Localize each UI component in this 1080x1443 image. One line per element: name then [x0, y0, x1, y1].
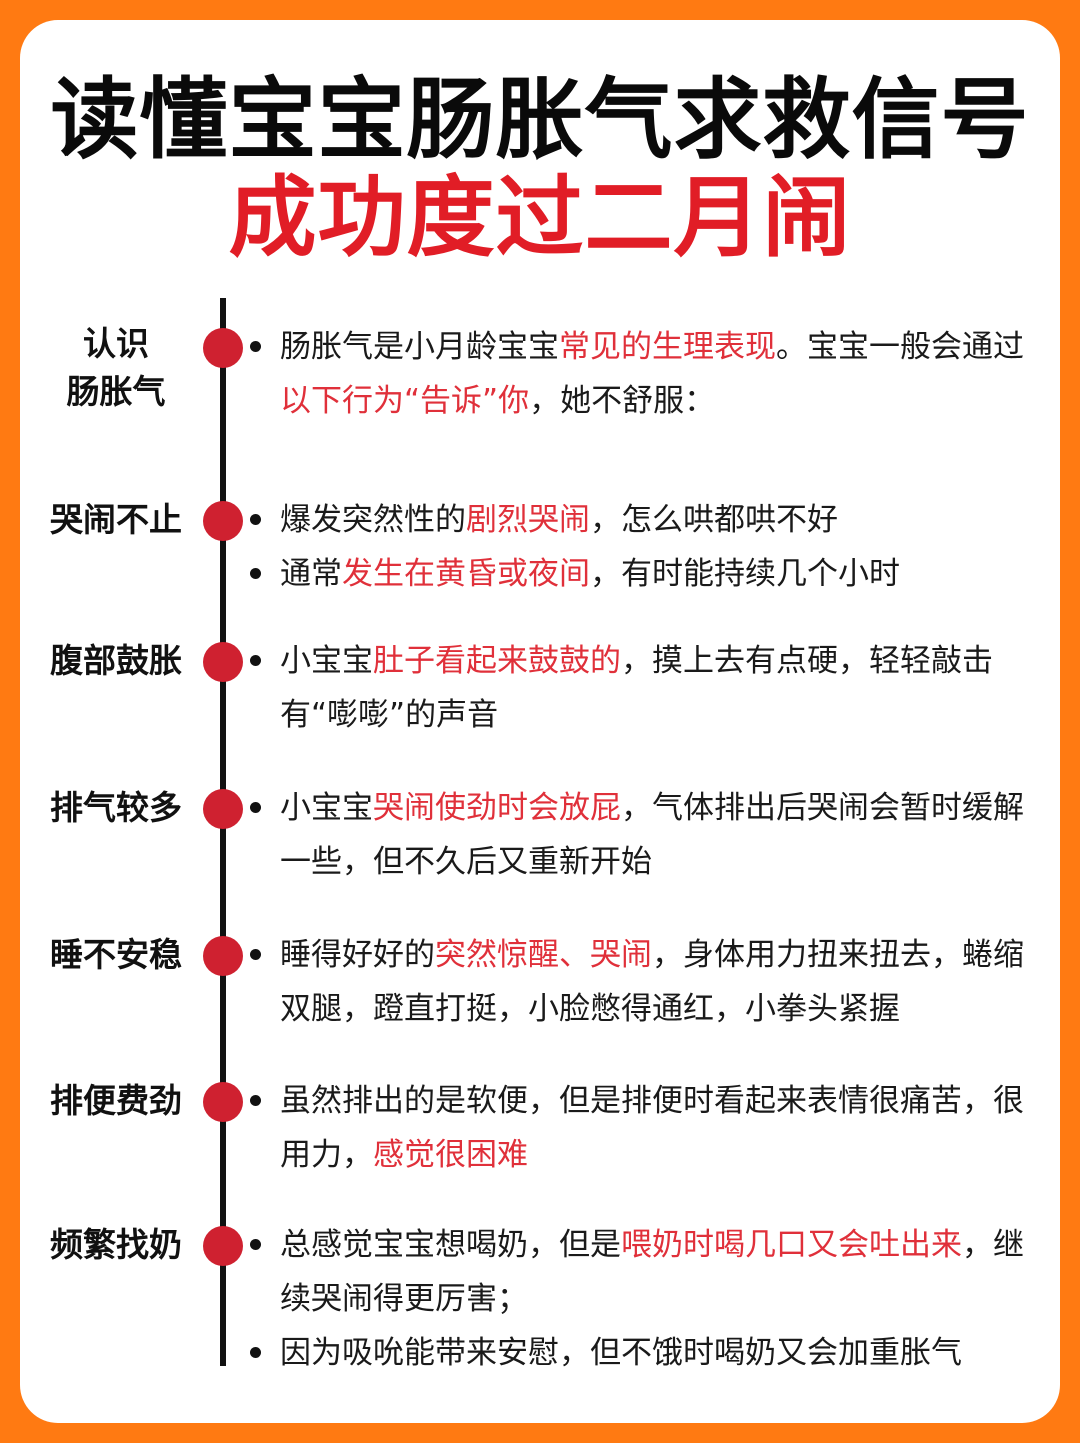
body-text: 总感觉宝宝想喝奶，但是: [280, 1227, 621, 1263]
bullet-list: 小宝宝哭闹使劲时会放屁，气体排出后哭闹会暂时缓解一些，但不久后又重新开始: [248, 781, 1038, 889]
bullet-list: 小宝宝肚子看起来鼓鼓的，摸上去有点硬，轻轻敲击有“嘭嘭”的声音: [248, 634, 1038, 742]
section-label: 哭闹不止: [50, 500, 182, 539]
body-text: ，气体排出后哭闹会暂时缓解一些，但不久后又重新开始: [280, 790, 1024, 880]
bullet-item: 因为吸吮能带来安慰，但不饿时喝奶又会加重胀气: [248, 1326, 1038, 1380]
section-label: 排气较多: [50, 788, 182, 827]
highlight-text: 喂奶时喝几口又会吐出来: [621, 1227, 962, 1263]
highlight-text: 以下行为“告诉”你: [280, 383, 530, 419]
section-label: 频繁找奶: [50, 1225, 182, 1264]
timeline-dot: [203, 789, 243, 829]
body-text: ，摸上去有点硬，轻轻敲击有“嘭嘭”的声音: [280, 643, 993, 733]
body-text: 小宝宝: [280, 643, 373, 679]
body-text: ，继续哭闹得更厉害；: [280, 1227, 1024, 1317]
highlight-text: 发生在黄昏或夜间: [342, 556, 590, 592]
body-text: 小宝宝: [280, 790, 373, 826]
section-label: 认识 肠胀气: [66, 324, 166, 411]
timeline-dot: [203, 328, 243, 368]
timeline-dot: [203, 936, 243, 976]
content-card: 读懂宝宝肠胀气求救信号 成功度过二月闹 认识 肠胀气 肠胀气是小月龄宝宝常见的生…: [20, 20, 1060, 1423]
body-text: 爆发突然性的: [280, 502, 466, 538]
body-text: ，有时能持续几个小时: [590, 556, 900, 592]
highlight-text: 突然惊醒、哭闹: [435, 937, 652, 973]
body-text: ，她不舒服：: [529, 383, 716, 419]
timeline-dot: [203, 642, 243, 682]
highlight-text: 剧烈哭闹: [466, 502, 590, 538]
highlight-text: 常见的生理表现: [559, 329, 776, 365]
body-text: 虽然排出的是软便，但是排便时看起来表情很痛苦，很用力，: [280, 1083, 1024, 1173]
body-text: 。宝宝一般会通过: [776, 329, 1024, 365]
body-text: ，怎么哄都哄不好: [590, 502, 838, 538]
bullet-item: 虽然排出的是软便，但是排便时看起来表情很痛苦，很用力，感觉很困难: [248, 1074, 1038, 1182]
bullet-item: 爆发突然性的剧烈哭闹，怎么哄都哄不好: [248, 493, 1038, 547]
bullet-list: 睡得好好的突然惊醒、哭闹，身体用力扭来扭去，蜷缩双腿，蹬直打挺，小脸憋得通红，小…: [248, 928, 1038, 1036]
highlight-text: 哭闹使劲时会放屁: [373, 790, 621, 826]
page-title: 读懂宝宝肠胀气求救信号: [50, 68, 1030, 171]
bullet-list: 虽然排出的是软便，但是排便时看起来表情很痛苦，很用力，感觉很困难: [248, 1074, 1038, 1182]
body-text: ，身体用力扭来扭去，蜷缩双腿，蹬直打挺，小脸憋得通红，小拳头紧握: [280, 937, 1024, 1027]
highlight-text: 感觉很困难: [373, 1137, 528, 1173]
timeline-dot: [203, 501, 243, 541]
highlight-text: 肚子看起来鼓鼓的: [373, 643, 621, 679]
section-label: 排便费劲: [50, 1081, 182, 1120]
body-text: 通常: [280, 556, 342, 592]
bullet-list: 爆发突然性的剧烈哭闹，怎么哄都哄不好 通常发生在黄昏或夜间，有时能持续几个小时: [248, 493, 1038, 601]
bullet-item: 小宝宝肚子看起来鼓鼓的，摸上去有点硬，轻轻敲击有“嘭嘭”的声音: [248, 634, 1038, 742]
bullet-item: 通常发生在黄昏或夜间，有时能持续几个小时: [248, 547, 1038, 601]
bullet-item: 总感觉宝宝想喝奶，但是喂奶时喝几口又会吐出来，继续哭闹得更厉害；: [248, 1218, 1038, 1326]
bullet-item: 睡得好好的突然惊醒、哭闹，身体用力扭来扭去，蜷缩双腿，蹬直打挺，小脸憋得通红，小…: [248, 928, 1038, 1036]
timeline-dot: [203, 1226, 243, 1266]
page-subtitle: 成功度过二月闹: [228, 166, 852, 269]
body-text: 睡得好好的: [280, 937, 435, 973]
body-text: 因为吸吮能带来安慰，但不饿时喝奶又会加重胀气: [280, 1335, 962, 1371]
body-text: 肠胀气是小月龄宝宝: [280, 329, 559, 365]
timeline-line: [220, 298, 226, 1366]
bullet-item: 肠胀气是小月龄宝宝常见的生理表现。宝宝一般会通过以下行为“告诉”你，她不舒服：: [248, 320, 1038, 428]
timeline-dot: [203, 1082, 243, 1122]
bullet-item: 小宝宝哭闹使劲时会放屁，气体排出后哭闹会暂时缓解一些，但不久后又重新开始: [248, 781, 1038, 889]
bullet-list: 总感觉宝宝想喝奶，但是喂奶时喝几口又会吐出来，继续哭闹得更厉害； 因为吸吮能带来…: [248, 1218, 1038, 1380]
section-label: 睡不安稳: [50, 935, 182, 974]
bullet-list: 肠胀气是小月龄宝宝常见的生理表现。宝宝一般会通过以下行为“告诉”你，她不舒服：: [248, 320, 1038, 428]
section-label: 腹部鼓胀: [50, 641, 182, 680]
